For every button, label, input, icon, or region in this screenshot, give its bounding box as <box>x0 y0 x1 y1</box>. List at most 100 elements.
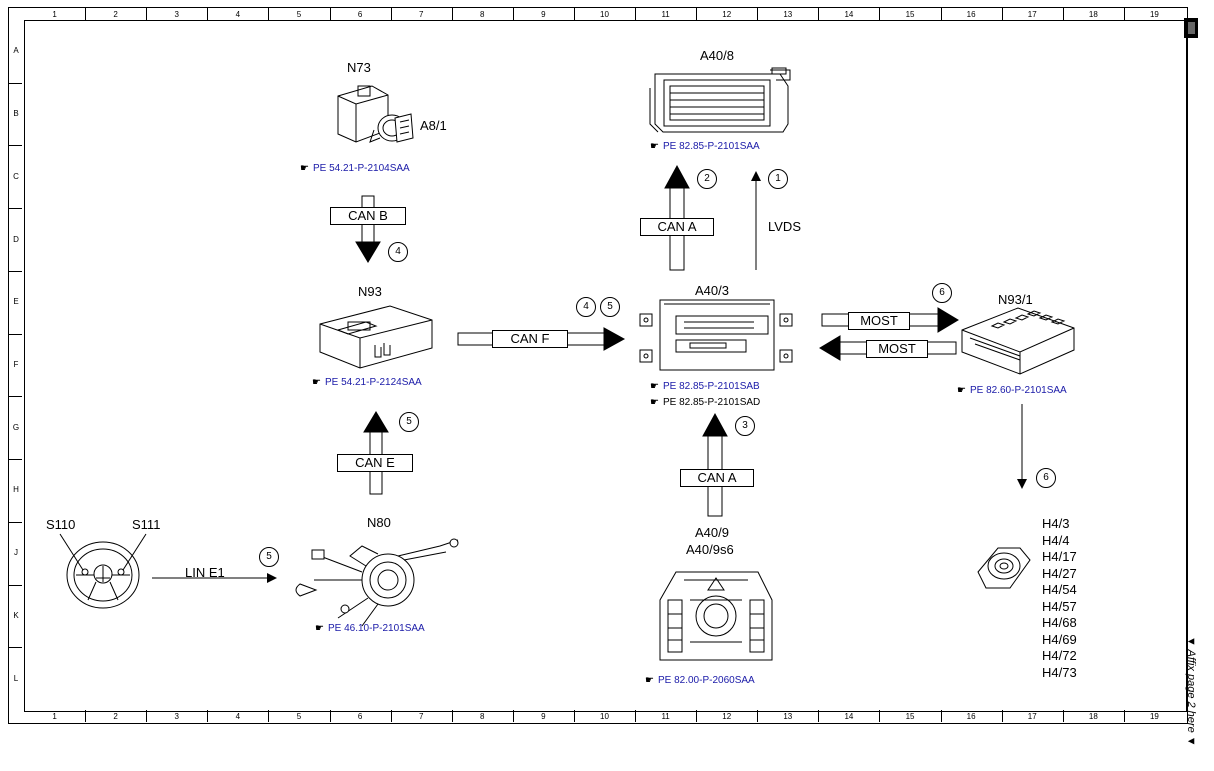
affix-note: ▼ Affix page 2 here ▼ <box>1185 636 1197 747</box>
ruler-column-3-top: 3 <box>174 10 179 19</box>
ruler-tick <box>9 584 22 586</box>
ruler-column-15-top: 15 <box>905 10 915 19</box>
ruler-tick <box>9 270 22 272</box>
label-a40-3: A40/3 <box>695 283 729 298</box>
ruler-tick <box>512 8 514 20</box>
label-n73: N73 <box>347 60 371 75</box>
speaker-label: H4/54 <box>1042 582 1077 597</box>
ruler-column-4-top: 4 <box>235 10 241 19</box>
ruler-column-6-bottom: 6 <box>357 712 363 721</box>
ruler-tick <box>9 208 22 210</box>
ruler-tick <box>146 710 148 722</box>
bus-label-lin-e1: LIN E1 <box>185 565 225 580</box>
n73-ignition-switch-drawing <box>337 85 414 143</box>
bus-label-most-out: MOST <box>848 312 910 330</box>
ruler-tick <box>329 8 331 20</box>
corner-tab-icon <box>1184 18 1198 38</box>
ruler-column-5-bottom: 5 <box>296 712 302 721</box>
ref-a40-8[interactable]: ☛PE 82.85-P-2101SAA <box>650 141 760 152</box>
ruler-column-17-top: 17 <box>1027 10 1037 19</box>
ruler-tick <box>1062 8 1064 20</box>
ruler-column-8-top: 8 <box>480 10 485 19</box>
step-number-4-can-f: 4 <box>576 297 596 317</box>
ruler-column-4-bottom: 4 <box>235 712 241 721</box>
speaker-label: H4/73 <box>1042 664 1077 680</box>
ruler-tick <box>512 710 514 722</box>
pointing-hand-icon: ☛ <box>650 141 659 152</box>
ruler-tick <box>1123 8 1125 20</box>
n93-gateway-drawing <box>319 305 433 369</box>
ruler-tick <box>451 710 453 722</box>
ruler-tick <box>9 459 22 461</box>
ruler-column-9-bottom: 9 <box>541 712 546 721</box>
speaker-drawing <box>977 547 1031 589</box>
a40-8-display-drawing <box>649 67 791 133</box>
ruler-tick <box>9 145 22 147</box>
ruler-column-9-top: 9 <box>541 10 546 19</box>
pointing-hand-icon: ☛ <box>315 623 324 634</box>
ruler-column-13-top: 13 <box>783 10 793 19</box>
ref-n80[interactable]: ☛PE 46.10-P-2101SAA <box>315 623 425 634</box>
ruler-column-19-top: 19 <box>1149 10 1159 19</box>
ruler-column-2-top: 2 <box>113 10 118 19</box>
ref-n73[interactable]: ☛PE 54.21-P-2104SAA <box>300 163 410 174</box>
pointing-hand-icon: ☛ <box>312 377 321 388</box>
ruler-tick <box>818 8 820 20</box>
ruler-tick <box>635 710 637 722</box>
ruler-column-13-bottom: 13 <box>783 712 793 721</box>
ruler-tick <box>940 8 942 20</box>
ruler-column-5-top: 5 <box>296 10 302 19</box>
ruler-column-3-bottom: 3 <box>174 712 179 721</box>
ruler-column-10-bottom: 10 <box>600 712 609 721</box>
ruler-tick <box>9 647 22 649</box>
n80-steering-column-module-drawing <box>295 538 459 627</box>
bus-label-can-b: CAN B <box>330 207 406 225</box>
ruler-tick <box>85 710 87 722</box>
speaker-label: H4/27 <box>1042 565 1077 581</box>
pointing-hand-icon: ☛ <box>650 381 659 392</box>
ruler-column-19-bottom: 19 <box>1149 712 1159 721</box>
a40-3-comand-unit-drawing <box>639 299 793 371</box>
ruler-tick <box>390 710 392 722</box>
ref-a40-9[interactable]: ☛PE 82.00-P-2060SAA <box>645 675 755 686</box>
ruler-column-12-bottom: 12 <box>722 712 732 721</box>
bus-label-most-in: MOST <box>866 340 928 358</box>
a40-9-control-panel-drawing <box>659 571 773 661</box>
pointing-hand-icon: ☛ <box>957 385 966 396</box>
ref-n93[interactable]: ☛PE 54.21-P-2124SAA <box>312 377 422 388</box>
label-a8-1: A8/1 <box>420 118 447 133</box>
ruler-tick <box>85 8 87 20</box>
speaker-label: H4/3 <box>1042 516 1070 531</box>
ruler-column-11-top: 11 <box>661 10 670 19</box>
speaker-label: H4/72 <box>1042 648 1077 663</box>
ruler-tick <box>1001 8 1003 20</box>
ruler-tick <box>818 710 820 722</box>
label-s110: S110 <box>46 517 76 532</box>
label-n93: N93 <box>358 284 382 299</box>
step-number-6-most: 6 <box>932 283 952 303</box>
ref-n93-1[interactable]: ☛PE 82.60-P-2101SAA <box>957 385 1067 396</box>
speaker-label: H4/57 <box>1042 598 1077 614</box>
ruler-tick <box>696 710 698 722</box>
label-a40-9s6: A40/9s6 <box>686 542 734 557</box>
ref-a40-3-sab[interactable]: ☛PE 82.85-P-2101SAB <box>650 381 760 392</box>
ruler-column-7-top: 7 <box>418 10 424 19</box>
step-number-5-can-f: 5 <box>600 297 620 317</box>
ruler-tick <box>329 710 331 722</box>
ruler-tick <box>9 521 22 523</box>
pointing-hand-icon: ☛ <box>300 163 309 174</box>
ref-a40-3-sad[interactable]: ☛PE 82.85-P-2101SAD <box>650 397 761 408</box>
ruler-row-J: J <box>14 548 18 558</box>
ruler-tick <box>207 8 209 20</box>
speaker-label: H4/4 <box>1042 532 1070 548</box>
ruler-column-8-bottom: 8 <box>480 712 485 721</box>
step-number-4-can-b: 4 <box>388 242 408 262</box>
ruler-row-K: K <box>13 610 19 620</box>
ruler-column-11-bottom: 11 <box>661 712 670 721</box>
speaker-label: H4/68 <box>1042 615 1077 630</box>
step-number-3: 3 <box>735 416 755 436</box>
bus-label-can-a-bottom: CAN A <box>680 469 754 487</box>
ruler-column-17-bottom: 17 <box>1027 712 1037 721</box>
ruler-column-2-bottom: 2 <box>113 712 118 721</box>
step-number-1: 1 <box>768 169 788 189</box>
